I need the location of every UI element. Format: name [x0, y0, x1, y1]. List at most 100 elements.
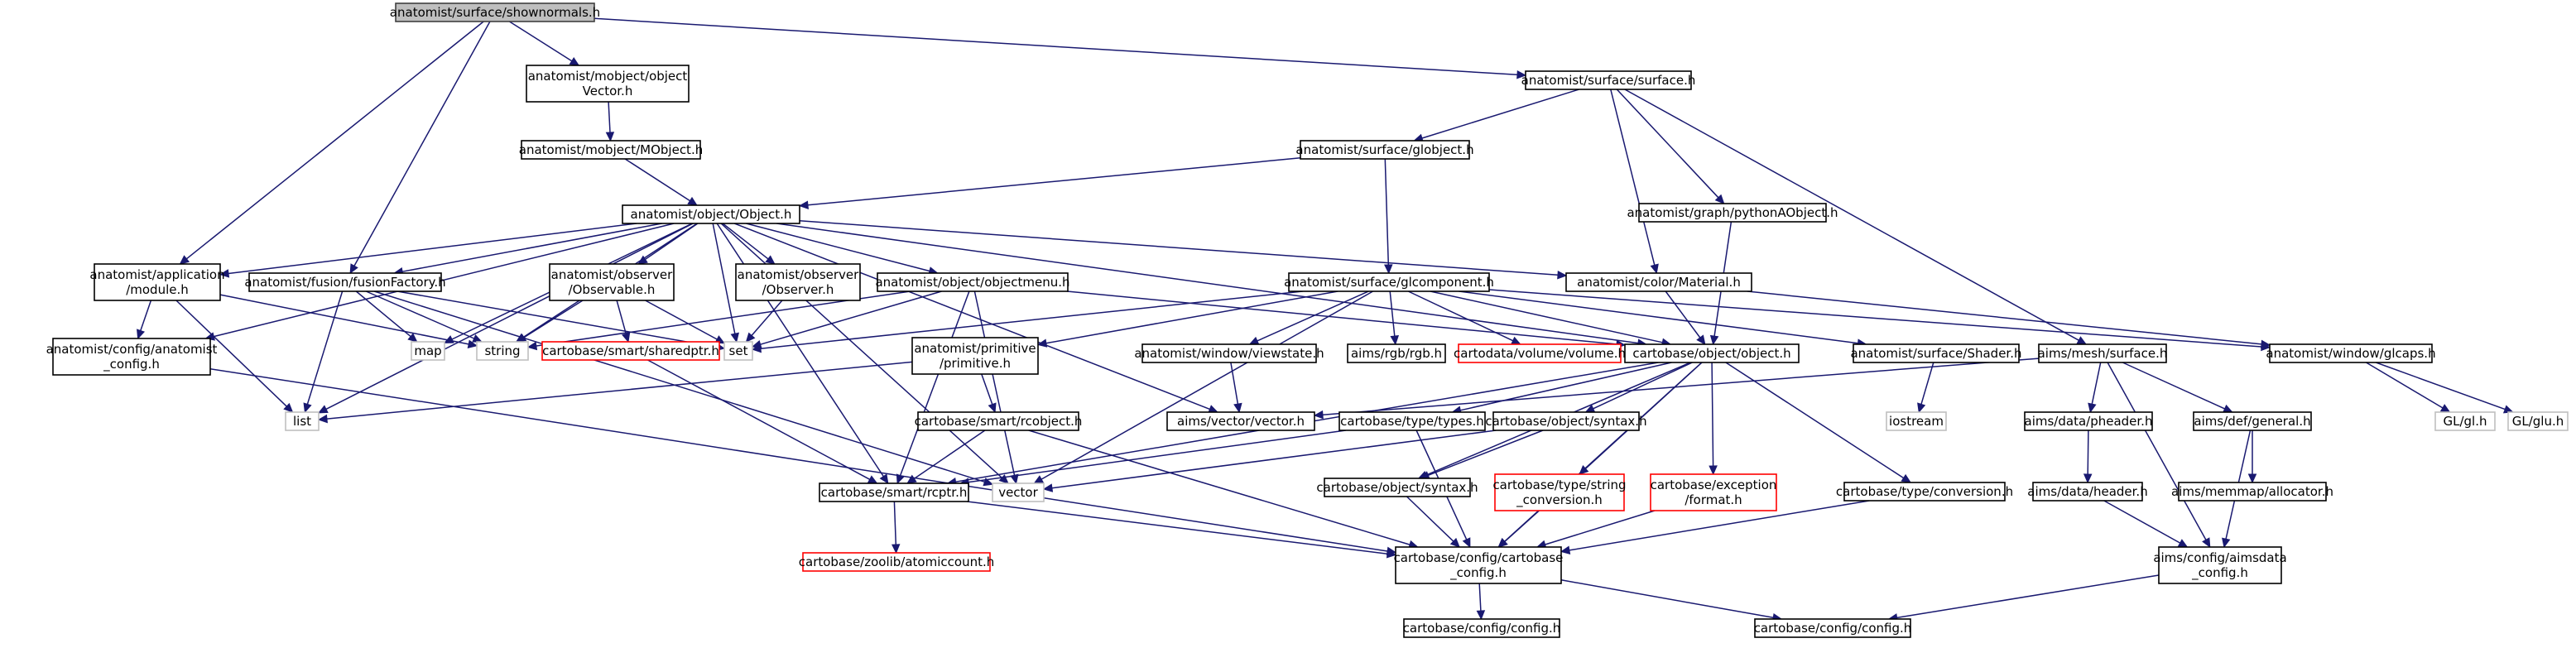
node-label: anatomist/surface/Shader.h: [1850, 346, 2021, 361]
edge-line: [2103, 500, 2181, 544]
arrow-head-icon: [1709, 465, 1718, 476]
node-objecth[interactable]: anatomist/object/Object.h: [622, 204, 800, 224]
node-fusion[interactable]: anatomist/fusion/fusionFactory.h: [244, 272, 446, 292]
edge-line: [2122, 362, 2225, 410]
edge-glcaps-to-glh: [2366, 362, 2451, 413]
edge-line: [306, 290, 344, 405]
edge-aimsdata-to-config2: [1887, 574, 2160, 622]
arrow-head-icon: [1386, 549, 1397, 559]
arrow-head-icon: [1233, 402, 1242, 414]
node-observable[interactable]: anatomist/observer/Observable.h: [549, 263, 675, 301]
node-aimsdata[interactable]: aims/config/aimsdata_config.h: [2153, 546, 2287, 584]
node-types[interactable]: cartobase/type/types.h: [1338, 411, 1486, 431]
edge-glcomp-to-shader: [1459, 290, 1867, 348]
node-globject[interactable]: anatomist/surface/globject.h: [1295, 140, 1474, 160]
node-map[interactable]: map: [411, 341, 445, 361]
node-cobjobject[interactable]: cartobase/object/object.h: [1624, 343, 1800, 363]
node-box: [1565, 272, 1752, 292]
node-label: Vector.h: [583, 84, 633, 98]
node-pythonA[interactable]: anatomist/graph/pythonAObject.h: [1627, 203, 1838, 223]
node-label: anatomist/config/anatomist: [46, 342, 218, 357]
node-anaconfig[interactable]: anatomist/config/anatomist_config.h: [46, 338, 218, 376]
edge-line: [1067, 290, 1617, 345]
node-box: [1300, 140, 1470, 160]
node-syntax1[interactable]: cartobase/object/syntax.h: [1485, 411, 1647, 431]
node-meshsurface[interactable]: aims/mesh/surface.h: [2038, 343, 2168, 363]
node-box: [285, 411, 320, 431]
node-pheader[interactable]: aims/data/pheader.h: [2024, 411, 2153, 431]
node-rcptr[interactable]: cartobase/smart/rcptr.h: [819, 482, 969, 502]
node-allocator[interactable]: aims/memmap/allocator.h: [2171, 482, 2333, 502]
node-shader[interactable]: anatomist/surface/Shader.h: [1850, 343, 2022, 363]
node-label: cartobase/smart/rcobject.h: [915, 414, 1083, 429]
arrow-head-icon: [1390, 335, 1400, 346]
node-header[interactable]: aims/data/header.h: [2027, 482, 2148, 502]
arrow-head-icon: [988, 402, 997, 414]
node-observer[interactable]: anatomist/observer/Observer.h: [735, 263, 861, 301]
node-gluh[interactable]: GL/glu.h: [2507, 411, 2569, 431]
edge-primitive-to-list: [317, 361, 913, 424]
edge-line: [1747, 290, 2262, 345]
node-box: [52, 338, 211, 376]
node-module[interactable]: anatomist/application/module.h: [89, 263, 225, 301]
node-viewstate[interactable]: anatomist/window/viewstate.h: [1134, 343, 1324, 363]
edge-line: [893, 501, 897, 545]
edge-line: [1624, 89, 2079, 341]
arrow-head-icon: [1033, 475, 1045, 484]
edge-line: [1230, 362, 1239, 405]
node-general[interactable]: aims/def/general.h: [2193, 411, 2312, 431]
arrow-head-icon: [879, 473, 889, 485]
node-glcomp[interactable]: anatomist/surface/glcomponent.h: [1284, 272, 1494, 292]
node-box: [1288, 272, 1490, 292]
edge-line: [2107, 362, 2207, 540]
node-glh[interactable]: GL/gl.h: [2434, 411, 2496, 431]
node-box: [1166, 411, 1315, 431]
edge-line: [228, 223, 637, 275]
node-sharedptr[interactable]: cartobase/smart/sharedptr.h: [541, 341, 720, 361]
node-volume[interactable]: cartodata/volume/volume.h: [1454, 343, 1626, 363]
node-root[interactable]: anatomist/surface/shownormals.h: [390, 2, 600, 22]
node-string[interactable]: string: [476, 341, 529, 361]
edge-line: [1407, 290, 1514, 342]
edge-material-to-cobjobject: [1665, 290, 1706, 345]
node-surfaceh[interactable]: anatomist/surface/surface.h: [1521, 70, 1696, 90]
node-primitive[interactable]: anatomist/primitive/primitive.h: [911, 337, 1039, 375]
arrow-head-icon: [1917, 402, 1926, 414]
node-list[interactable]: list: [285, 411, 320, 431]
edge-glcomp-to-viewstate: [1248, 290, 1369, 345]
edge-fusion-to-map: [355, 290, 418, 343]
arrow-head-icon: [317, 405, 329, 414]
node-atomic[interactable]: cartobase/zoolib/atomiccount.h: [799, 552, 994, 572]
node-rgb[interactable]: aims/rgb/rgb.h: [1347, 343, 1446, 363]
node-strconv[interactable]: cartobase/type/string_conversion.h: [1492, 473, 1627, 511]
node-set[interactable]: set: [723, 341, 753, 361]
edge-objecth-to-list: [317, 223, 694, 414]
node-glcaps[interactable]: anatomist/window/glcaps.h: [2266, 343, 2436, 363]
edge-root-to-module: [179, 21, 484, 265]
node-label: anatomist/surface/globject.h: [1295, 142, 1473, 157]
node-syntax2[interactable]: cartobase/object/syntax.h: [1316, 478, 1478, 497]
node-config1[interactable]: cartobase/config/config.h: [1403, 618, 1561, 638]
node-objmenu[interactable]: anatomist/object/objectmenu.h: [875, 272, 1070, 292]
edge-line: [209, 367, 1388, 552]
node-vectorh[interactable]: aims/vector/vector.h: [1166, 411, 1315, 431]
node-cbconfig[interactable]: cartobase/config/cartobase_config.h: [1394, 546, 1564, 584]
node-box: [1338, 411, 1486, 431]
node-material[interactable]: anatomist/color/Material.h: [1565, 272, 1752, 292]
edge-line: [1045, 290, 1338, 344]
node-rcobject[interactable]: cartobase/smart/rcobject.h: [915, 411, 1083, 431]
node-conversion[interactable]: cartobase/type/conversion.h: [1836, 482, 2013, 502]
edge-line: [396, 290, 717, 348]
node-config2[interactable]: cartobase/config/config.h: [1754, 618, 1912, 638]
edge-globject-to-glcomp: [1384, 158, 1393, 275]
node-excformat[interactable]: cartobase/exception/format.h: [1650, 473, 1777, 511]
edge-line: [175, 300, 287, 407]
node-vector[interactable]: vector: [992, 482, 1045, 502]
node-iostream[interactable]: iostream: [1886, 411, 1947, 431]
edge-line: [647, 359, 871, 480]
edge-viewstate-to-vectorh: [1230, 362, 1242, 414]
arrow-head-icon: [2247, 473, 2257, 484]
node-mobject[interactable]: anatomist/mobject/MObject.h: [519, 140, 703, 160]
edge-line: [1711, 362, 1714, 467]
